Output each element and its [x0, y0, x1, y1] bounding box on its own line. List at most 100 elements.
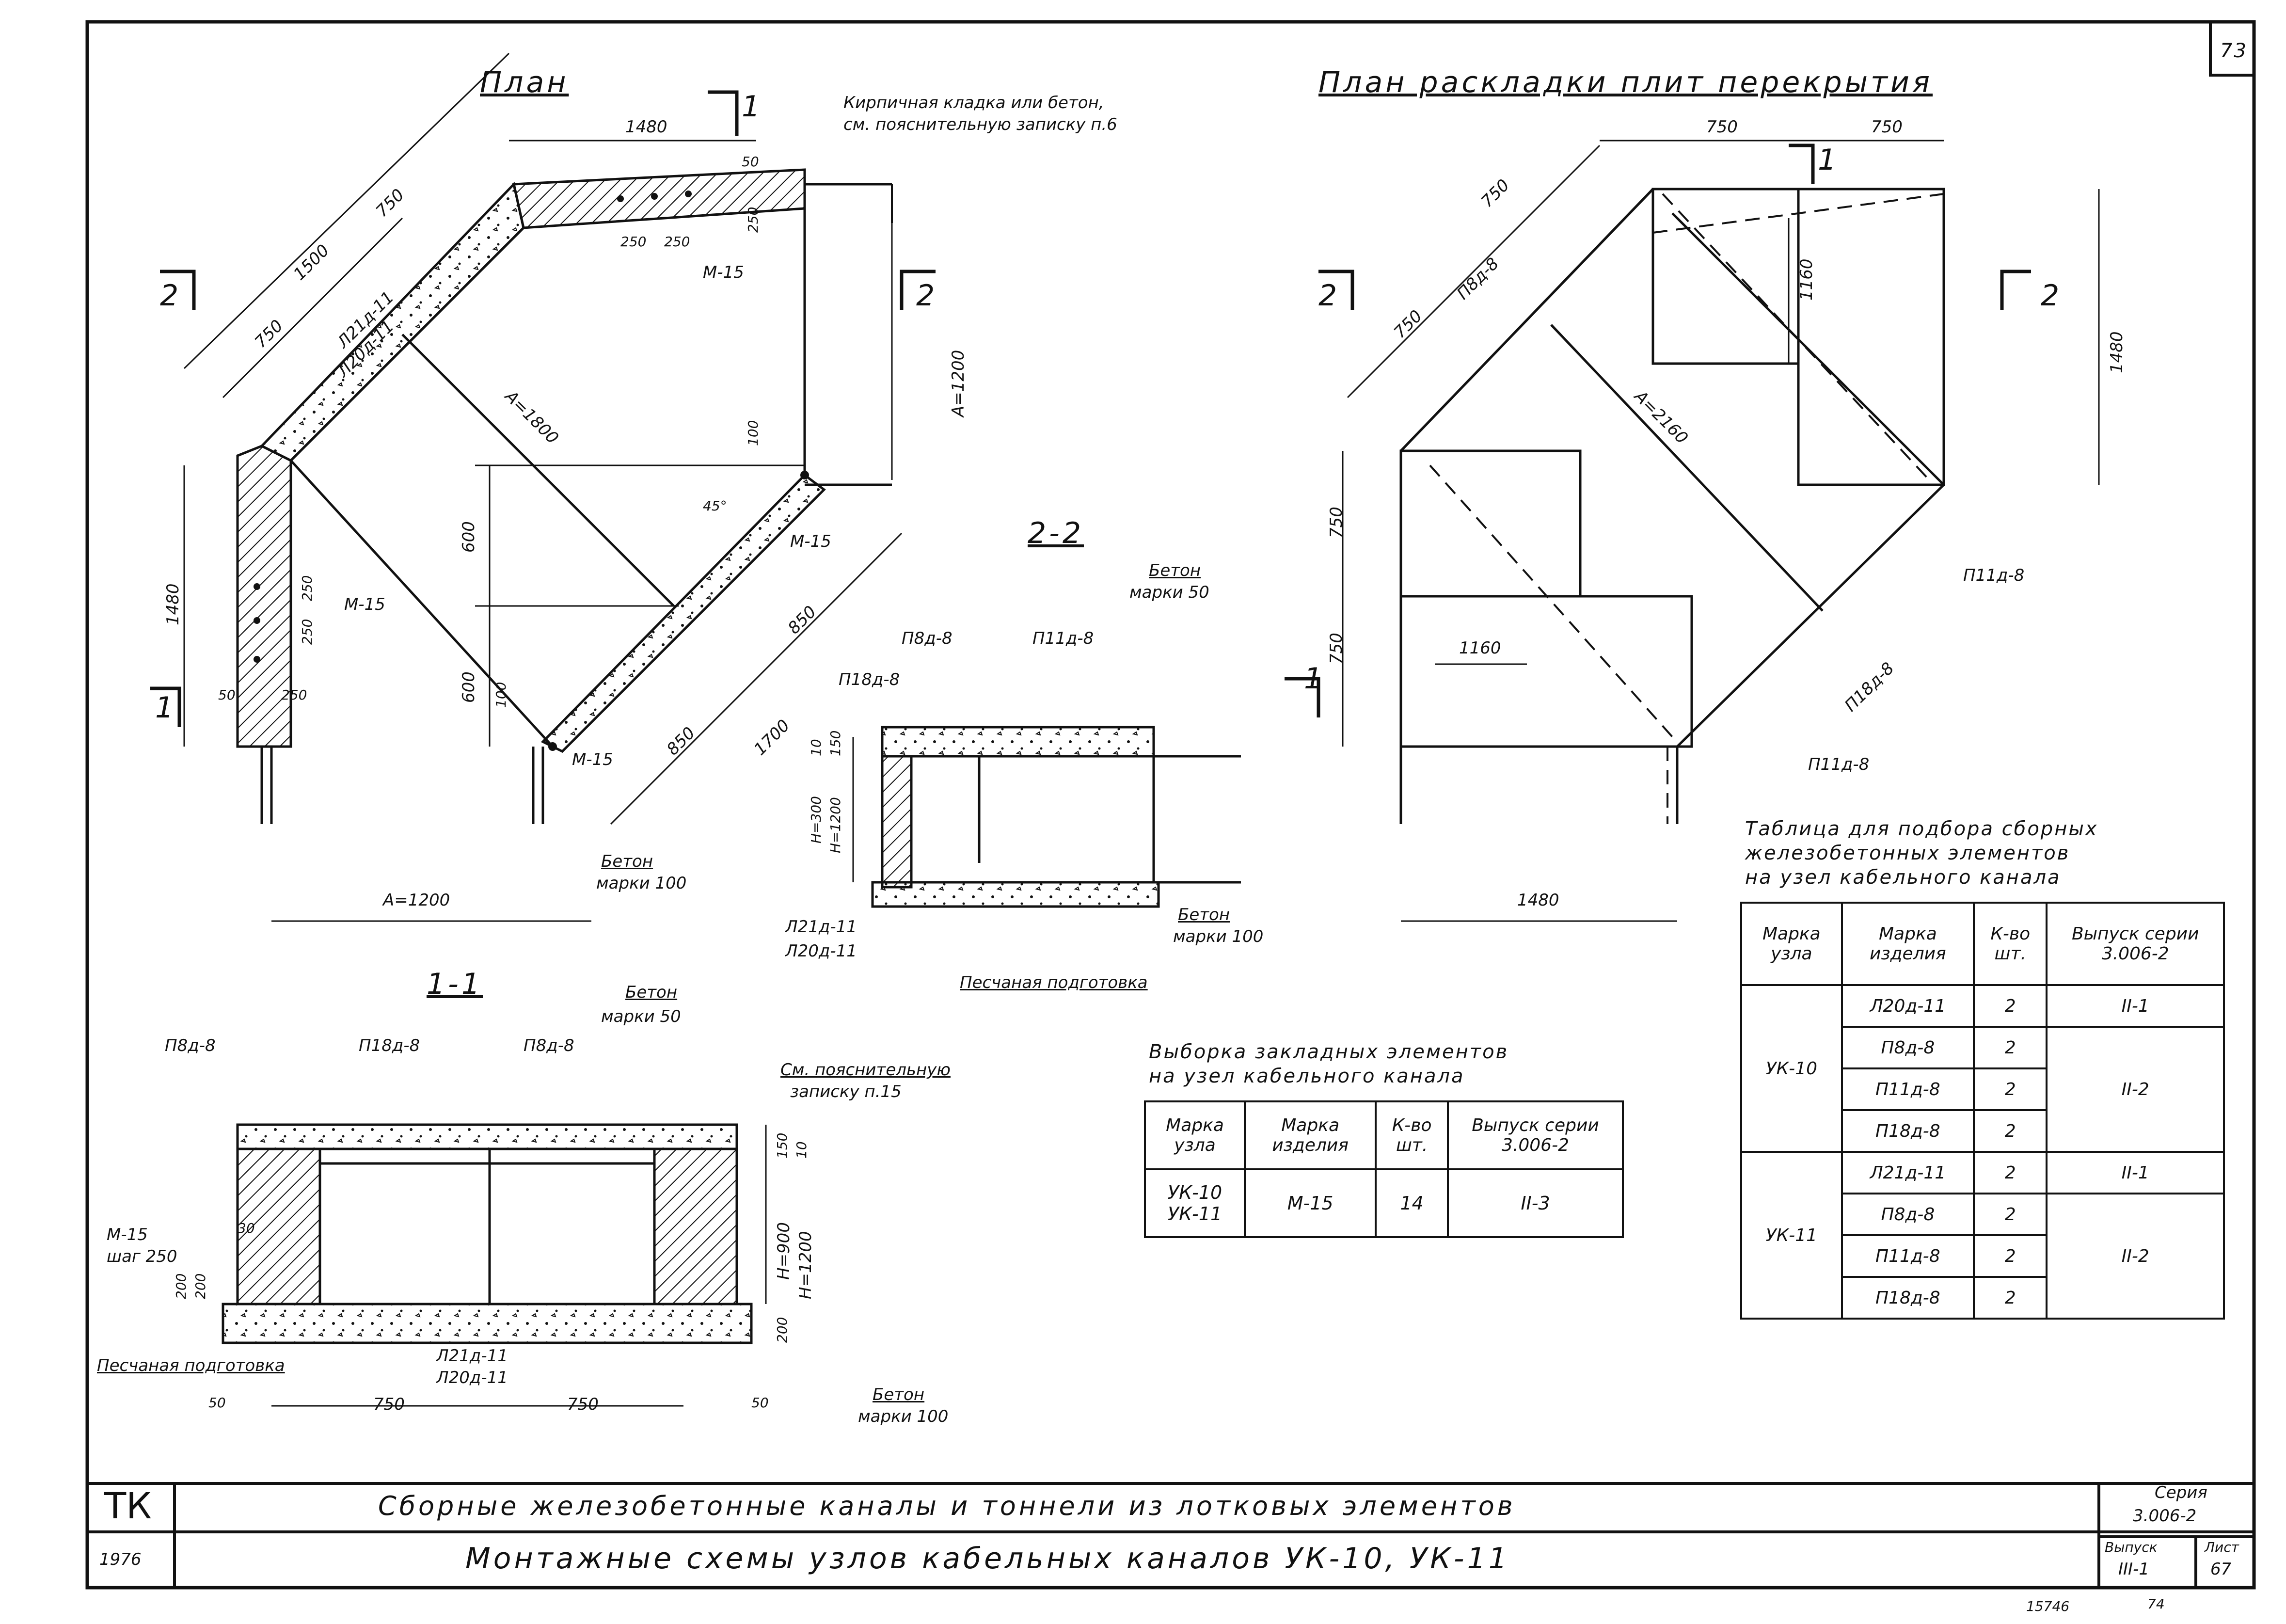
layout-plan-view: [1285, 140, 2100, 922]
series-value: 3.006-2: [2133, 1506, 2197, 1526]
page-number: 73: [2220, 40, 2248, 62]
s11-p8-b: П8д-8: [524, 1036, 574, 1055]
dim-45: 45°: [703, 498, 727, 514]
plan-section-1-left: 1: [155, 691, 177, 725]
st-qty: 2: [1973, 1151, 2048, 1194]
s11-h1200: H=1200: [796, 1231, 815, 1299]
selection-table-title-1: Таблица для подбора сборных: [1745, 818, 2098, 840]
dim-a1200-right: A=1200: [949, 350, 968, 417]
st-item: Л20д-11: [1841, 984, 1975, 1028]
title-code: ТК: [104, 1485, 152, 1527]
et-row-node: УК-10 УК-11: [1143, 1168, 1246, 1238]
sheet-frame: [85, 20, 2256, 1590]
lp-section-1-top: 1: [1818, 143, 1840, 177]
plan-section-2-right: 2: [916, 279, 938, 313]
s11-d50-b: 50: [751, 1395, 769, 1411]
s11-d30: 30: [238, 1220, 255, 1236]
s11-d200-a: 200: [173, 1273, 189, 1299]
st-qty: 2: [1973, 1193, 2048, 1236]
section-1-1-view: [222, 1123, 767, 1407]
s22-beton50-2: марки 50: [1129, 583, 1209, 602]
plan-m15-c: М-15: [344, 595, 385, 614]
plan-section-2-left: 2: [160, 279, 182, 313]
selection-table-title-2: железобетонных элементов: [1745, 842, 2070, 864]
plan-beton-2: марки 100: [596, 874, 687, 893]
table-row: П18д-8 2: [1741, 1109, 2224, 1153]
s22-beton50-1: Бетон: [1149, 561, 1201, 580]
stamp-bottom-left: 15746: [2026, 1598, 2070, 1614]
embedded-table-title-2: на узел кабельного канала: [1149, 1065, 1465, 1087]
title-line-1: Сборные железобетонные каналы и тоннели …: [378, 1491, 1516, 1521]
st-item: П18д-8: [1841, 1109, 1975, 1153]
selection-table: Марка узла Марка изделия К-во шт. Выпуск…: [1740, 902, 2225, 1320]
s22-p8: П8д-8: [902, 629, 952, 648]
s11-note-2: записку п.15: [790, 1082, 902, 1101]
embedded-elements-table: Марка узла Марка изделия К-во шт. Выпуск…: [1143, 1100, 1624, 1238]
table-row: П8д-8 2 II-2: [1741, 1026, 2225, 1153]
stamp-bottom-right: 74: [2147, 1596, 2165, 1612]
issue-value: III-1: [2118, 1560, 2149, 1579]
plan-note-masonry-2: см. пояснительную записку п.6: [843, 115, 1117, 134]
sheet-label: Лист: [2205, 1539, 2239, 1555]
plan-m15-d: М-15: [572, 750, 613, 769]
dim-100-b: 100: [493, 682, 509, 708]
table-row: П11д-8 2: [1741, 1234, 2224, 1278]
s11-d150: 150: [774, 1132, 790, 1159]
et-row-qty: 14: [1375, 1168, 1449, 1238]
s22-p18: П18д-8: [839, 670, 900, 689]
issue-label: Выпуск: [2105, 1539, 2158, 1555]
st-qty: 2: [1973, 1067, 2048, 1111]
dim-600-b: 600: [459, 671, 478, 703]
dim-1480-top: 1480: [625, 117, 667, 137]
plan-beton-1: Бетон: [601, 852, 653, 871]
plan-note-masonry-1: Кирпичная кладка или бетон,: [843, 93, 1104, 112]
title-year: 1976: [99, 1550, 142, 1569]
s11-beton100-1: Бетон: [873, 1385, 925, 1404]
st-header-issue: Выпуск серии 3.006-2: [2046, 902, 2225, 986]
dim-250-f: 250: [281, 687, 307, 703]
dim-1480-left: 1480: [163, 583, 183, 625]
s22-l20: Л20д-11: [785, 941, 857, 961]
s11-l21: Л21д-11: [436, 1346, 508, 1366]
table-row: УК-10 Л20д-11 2 II-1: [1740, 984, 2225, 1153]
dim-250-d: 250: [299, 575, 315, 601]
dim-250-b: 250: [664, 234, 690, 250]
table-row: П8д-8 2 II-2: [1741, 1193, 2225, 1320]
s22-d10: 10: [808, 739, 824, 756]
et-row-item: М-15: [1244, 1168, 1377, 1238]
title-block-frame: [87, 1482, 2254, 1588]
s11-beton50-2: марки 50: [601, 1007, 681, 1026]
st-qty: 2: [1973, 1276, 2048, 1320]
st-header-item: Марка изделия: [1841, 902, 1975, 986]
st-issue: II-2: [2046, 1026, 2225, 1153]
st-item: П11д-8: [1841, 1067, 1975, 1111]
st-item: Л21д-11: [1841, 1151, 1975, 1194]
section22-title: 2-2: [1028, 516, 1084, 550]
lp-section-1-left: 1: [1304, 662, 1326, 696]
st-item: П8д-8: [1841, 1026, 1975, 1069]
dim-600-a: 600: [459, 521, 478, 553]
dim-50-b: 50: [218, 687, 236, 703]
lp-dim-750-a: 750: [1706, 117, 1738, 137]
s11-h900: H=900: [774, 1222, 794, 1280]
dim-a1200-bottom: A=1200: [383, 891, 450, 910]
st-qty: 2: [1973, 1109, 2048, 1153]
dim-250-c: 250: [745, 207, 761, 233]
et-node-2: УК-11: [1167, 1203, 1222, 1225]
section11-title: 1-1: [427, 967, 483, 1001]
lp-p11-b: П11д-8: [1808, 755, 1870, 774]
s11-beton50-1: Бетон: [625, 983, 678, 1002]
s22-sand: Песчаная подготовка: [960, 973, 1148, 992]
st-qty: 2: [1973, 984, 2048, 1028]
series-label: Серия: [2155, 1483, 2207, 1502]
plan-m15-b: М-15: [790, 532, 831, 551]
st-node-uk10: УК-10: [1740, 984, 1843, 1153]
plan-m15-a: М-15: [703, 263, 744, 282]
s22-p11: П11д-8: [1032, 629, 1094, 648]
st-item: П18д-8: [1841, 1276, 1975, 1320]
et-header-qty: К-во шт.: [1375, 1100, 1449, 1170]
lp-dim-750-e: 750: [1327, 507, 1346, 538]
st-qty: 2: [1973, 1026, 2048, 1069]
s11-p18: П18д-8: [359, 1036, 420, 1055]
